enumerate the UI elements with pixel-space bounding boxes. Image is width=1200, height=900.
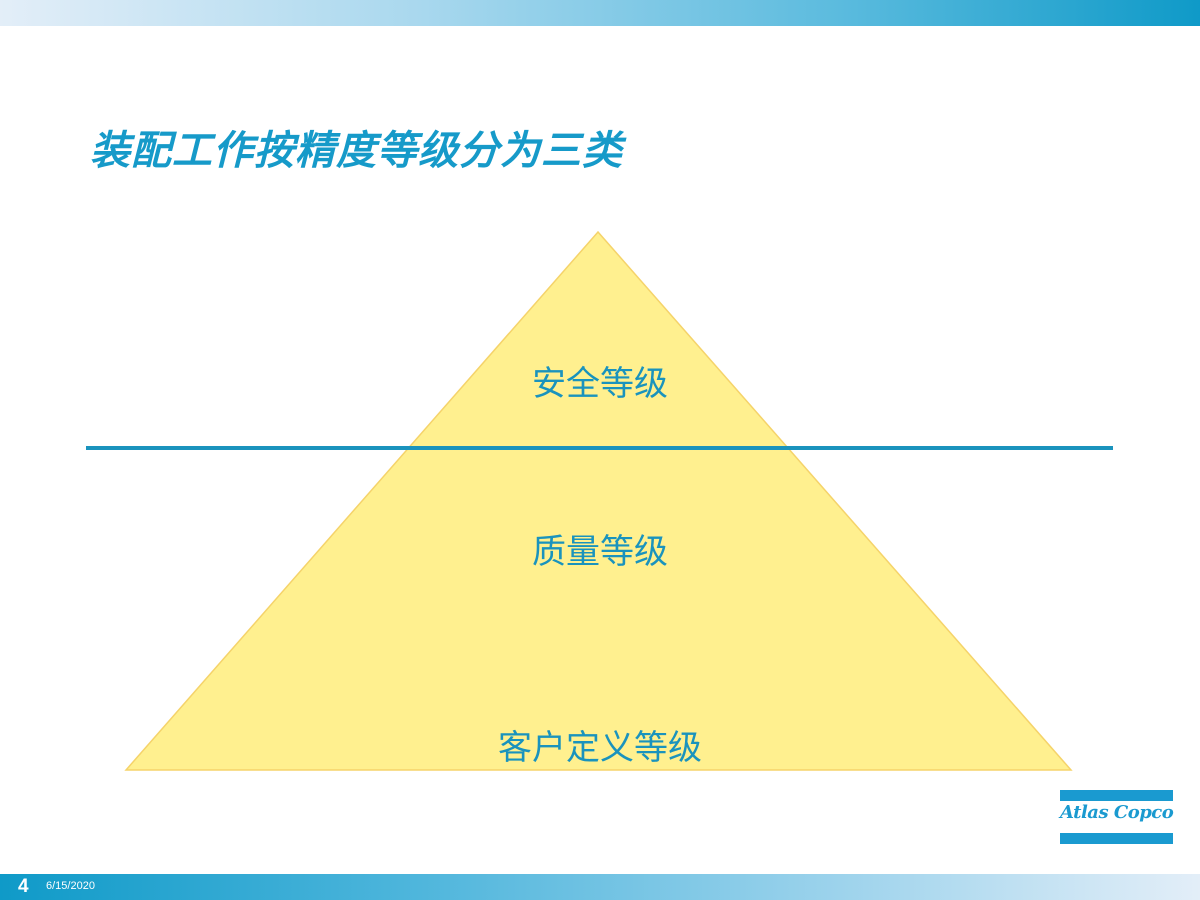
pyramid-triangle (124, 230, 1073, 771)
level-safety-label: 安全等级 (532, 364, 668, 404)
header-gradient-band (0, 0, 1200, 26)
atlas-copco-logo: Atlas Copco (1060, 790, 1174, 844)
level-quality-label: 质量等级 (532, 532, 668, 572)
level-customer-defined-label: 客户定义等级 (498, 728, 702, 768)
slide-title: 装配工作按精度等级分为三类 (90, 128, 623, 174)
logo-top-bar (1060, 790, 1173, 801)
slide-number: 4 (18, 876, 29, 897)
logo-bottom-bar (1060, 833, 1173, 844)
footer-gradient-band (0, 874, 1200, 900)
logo-text: Atlas Copco (1060, 802, 1174, 823)
slide-date: 6/15/2020 (46, 880, 95, 892)
